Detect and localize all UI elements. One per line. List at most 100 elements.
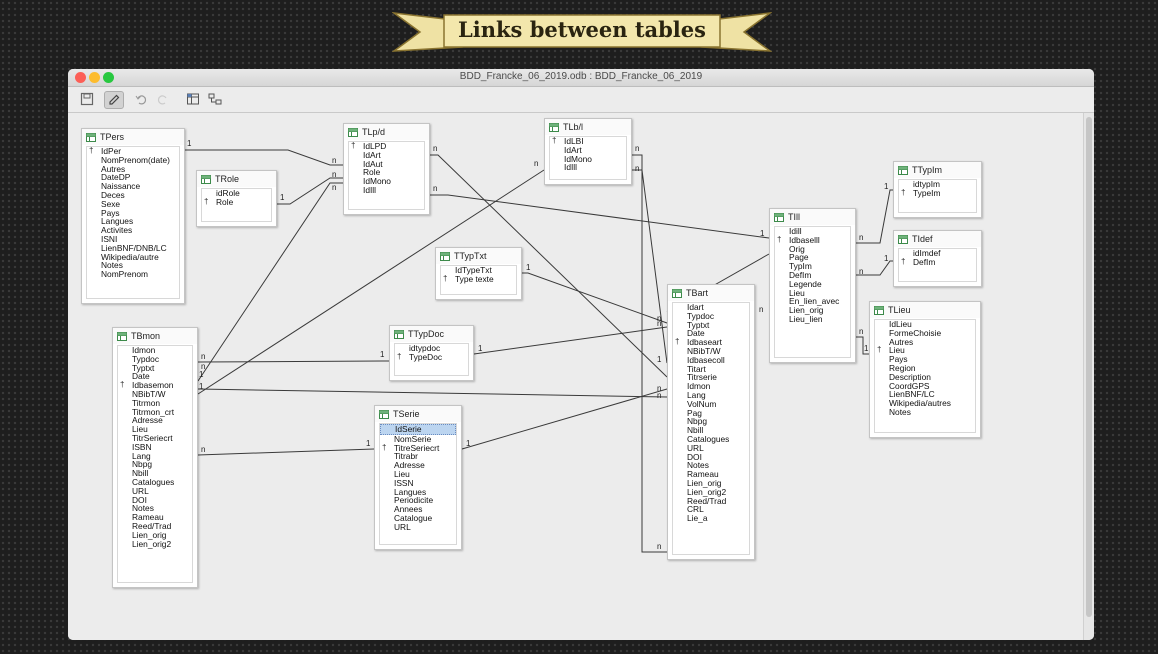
field-item[interactable]: Notes — [875, 408, 975, 417]
field-item[interactable]: VolNum — [673, 399, 749, 409]
field-item[interactable]: †IdPer — [87, 146, 179, 156]
field-item[interactable]: IdMono — [550, 154, 626, 164]
field-item[interactable]: Langues — [87, 217, 179, 226]
field-item[interactable]: Date — [118, 372, 192, 381]
field-item[interactable]: Lieu — [118, 425, 192, 434]
relation-line[interactable] — [277, 177, 343, 205]
field-item[interactable]: NomPrenom(date) — [87, 155, 179, 165]
field-item[interactable]: Idart — [673, 303, 749, 312]
field-item[interactable]: DOI — [673, 452, 749, 462]
field-item[interactable]: Catalogues — [118, 478, 192, 487]
field-list[interactable]: idImdef†DefIm — [898, 248, 977, 282]
relation-line[interactable] — [522, 272, 668, 324]
field-item[interactable]: Wikipedia/autre — [87, 252, 179, 262]
field-item[interactable]: Region — [875, 364, 975, 373]
field-item[interactable]: Pag — [673, 408, 749, 418]
save-button[interactable] — [78, 91, 96, 107]
table-header[interactable]: TRole — [197, 171, 276, 187]
table-ttypdoc[interactable]: TTypDoc idtypdoc†TypeDoc — [389, 325, 474, 381]
relation-line[interactable] — [197, 388, 668, 398]
field-list[interactable]: idtypIm†TypeIm — [898, 179, 977, 213]
table-header[interactable]: TTypTxt — [436, 248, 521, 264]
field-item[interactable]: DOI — [118, 495, 192, 505]
field-item[interactable]: DefIm — [775, 271, 850, 280]
field-item[interactable]: idtypdoc — [395, 344, 468, 353]
field-item[interactable]: Notes — [118, 504, 192, 513]
relation-line[interactable] — [461, 388, 668, 450]
field-item[interactable]: Idill — [775, 227, 850, 236]
field-item[interactable]: IdTypeTxt — [441, 266, 516, 275]
field-item[interactable]: Titrmon — [118, 398, 192, 408]
field-item[interactable]: Lien_orig — [775, 306, 850, 315]
field-item[interactable]: Lie_a — [673, 514, 749, 523]
zoom-window-button[interactable] — [103, 72, 114, 83]
edit-button[interactable] — [104, 91, 124, 109]
field-item[interactable]: Nbill — [118, 469, 192, 478]
relation-line[interactable] — [856, 260, 893, 276]
field-item[interactable]: Deces — [87, 191, 179, 200]
relation-line[interactable] — [430, 194, 770, 239]
field-item[interactable]: Autres — [875, 337, 975, 347]
field-item[interactable]: Date — [673, 329, 749, 338]
field-item[interactable]: LienBNF/LC — [875, 390, 975, 399]
field-item[interactable]: DateDP — [87, 173, 179, 182]
field-item[interactable]: Adresse — [118, 416, 192, 425]
field-item[interactable]: IdSerie — [380, 424, 456, 435]
new-relation-button[interactable] — [206, 91, 224, 107]
table-header[interactable]: TSerie — [375, 406, 461, 422]
field-item[interactable]: Naissance — [87, 182, 179, 191]
field-item[interactable]: Titart — [673, 364, 749, 374]
close-window-button[interactable] — [75, 72, 86, 83]
field-item[interactable]: †Lieu — [875, 346, 975, 355]
field-item[interactable]: Idmon — [118, 346, 192, 355]
field-item[interactable]: NBibT/W — [118, 390, 192, 399]
field-item[interactable]: Legende — [775, 279, 850, 289]
field-item[interactable]: †TypeIm — [899, 188, 976, 198]
table-header[interactable]: TLb/l — [545, 119, 631, 135]
relation-line[interactable] — [197, 169, 545, 395]
field-item[interactable]: CRL — [673, 505, 749, 514]
table-header[interactable]: TLieu — [870, 302, 980, 318]
table-header[interactable]: TPers — [82, 129, 184, 145]
table-header[interactable]: TTypDoc — [390, 326, 473, 342]
field-item[interactable]: †Idbaselll — [775, 235, 850, 245]
field-item[interactable]: NBibT/W — [673, 347, 749, 356]
field-item[interactable]: †TypeDoc — [395, 352, 468, 362]
field-item[interactable]: Page — [775, 253, 850, 262]
relation-line[interactable] — [856, 189, 893, 244]
field-item[interactable]: idRole — [202, 189, 271, 198]
field-item[interactable]: Nbill — [673, 426, 749, 435]
field-item[interactable]: Idbasecoll — [673, 355, 749, 365]
table-header[interactable]: TTypIm — [894, 162, 981, 178]
field-item[interactable]: IdMono — [349, 177, 424, 186]
field-item[interactable]: Nbpg — [118, 460, 192, 469]
field-item[interactable]: ISSN — [380, 478, 456, 488]
field-item[interactable]: Lien_orig2 — [118, 539, 192, 549]
field-item[interactable]: Periodicite — [380, 496, 456, 505]
field-item[interactable]: IdIll — [550, 163, 626, 172]
field-item[interactable]: Reed/Trad — [118, 522, 192, 531]
field-list[interactable]: idRole†Role — [201, 188, 272, 222]
field-item[interactable]: Lieu — [775, 288, 850, 298]
field-item[interactable]: idImdef — [899, 249, 976, 258]
relation-line[interactable] — [197, 360, 390, 363]
field-item[interactable]: CoordGPS — [875, 381, 975, 391]
field-item[interactable]: Lang — [118, 451, 192, 461]
field-item[interactable]: IdIll — [349, 186, 424, 195]
relation-line[interactable] — [185, 149, 343, 166]
field-item[interactable]: Typtxt — [118, 363, 192, 373]
field-item[interactable]: Role — [349, 168, 424, 177]
field-item[interactable]: Lieu_lien — [775, 315, 850, 324]
field-item[interactable]: Nbpg — [673, 417, 749, 426]
field-item[interactable]: Catalogue — [380, 514, 456, 523]
field-item[interactable]: Catalogues — [673, 435, 749, 444]
field-item[interactable]: idtypIm — [899, 180, 976, 189]
field-item[interactable]: IdArt — [550, 145, 626, 155]
field-item[interactable]: Titrserie — [673, 373, 749, 382]
